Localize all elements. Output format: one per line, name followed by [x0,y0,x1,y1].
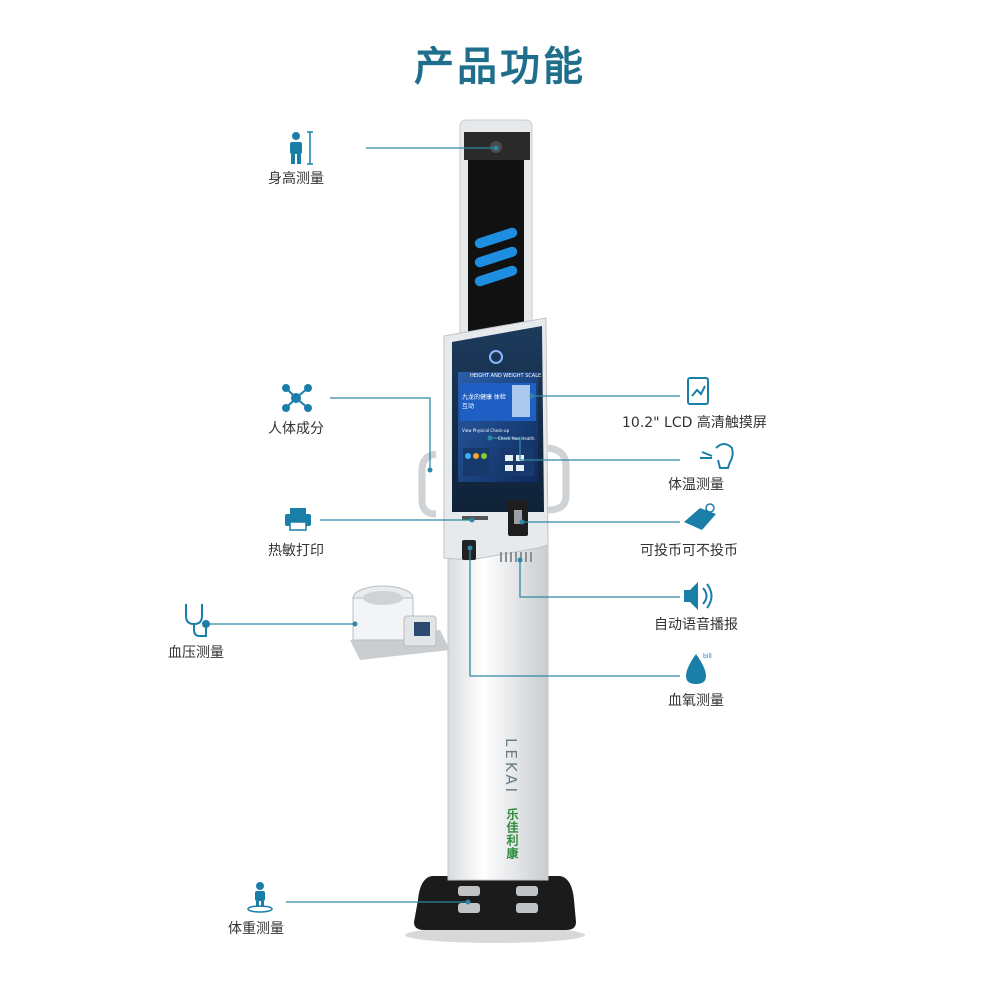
label-spo2: 血氧测量 [668,693,724,709]
scale-base [414,876,576,930]
label-weight: 体重测量 [228,921,284,937]
screen-tile [500,448,534,476]
line-voice [519,560,680,598]
blood-drop-icon: bill [686,653,712,684]
coin-insert [514,510,522,524]
blue-stripe [474,246,518,268]
left-handle [418,450,437,518]
screen-key [516,465,524,471]
brand-cn: 乐佳利康 [505,808,519,860]
touchscreen-icon [687,377,709,405]
bp-display [414,622,430,636]
screen-sub-2: Check Your Health [498,436,535,441]
blue-stripe [474,265,518,287]
brand-en: LEKAI [502,738,520,796]
main-pole [448,540,548,880]
scale-pad [458,903,480,913]
speaker-grille [500,552,532,562]
screen-sub-1: View Physical Check-up [462,428,510,433]
page-title: 产品功能 [414,44,586,90]
blue-stripe [474,227,518,249]
weight-icon [247,882,273,913]
screen-key [505,455,513,461]
label-thermal-print: 热敏打印 [268,543,324,559]
coin-hand-icon [684,503,716,530]
label-voice: 自动语音播报 [654,617,738,633]
line-body-composition [330,397,431,470]
label-temperature: 体温测量 [668,477,724,493]
printer-icon [285,508,311,531]
screen-banner-text: 九龙的健康 体检互动 [462,394,506,410]
scale-pad [516,903,538,913]
screen-key [505,465,513,471]
camera-ring [489,350,503,364]
label-height: 身高测量 [268,171,324,187]
scale-pad [458,886,480,896]
stethoscope-icon [185,604,210,637]
base-shadow [405,927,585,943]
line-spo2 [469,548,680,677]
right-handle [547,444,570,514]
screen-dot [481,453,487,459]
screen-tile [463,448,489,476]
screen-person [512,385,530,417]
printer-slot [462,516,488,520]
line-temperature-b [490,437,521,460]
molecule-icon [282,384,312,412]
bp-cuff-hole [363,591,403,605]
label-blood-pressure: 血压测量 [168,645,224,661]
screen-dot [473,453,479,459]
thermometer-face-icon [700,443,734,469]
screen-dot [465,453,471,459]
screen-header: HEIGHT AND WEIGHT SCALE [470,373,542,379]
height-icon [290,131,313,165]
label-coin: 可投币可不投币 [640,543,738,559]
speaker-icon [684,582,713,610]
label-lcd: 10.2" LCD 高清触摸屏 [622,415,767,431]
svg-text:bill: bill [703,653,712,660]
label-body-composition: 人体成分 [268,421,324,437]
scale-pad [516,886,538,896]
